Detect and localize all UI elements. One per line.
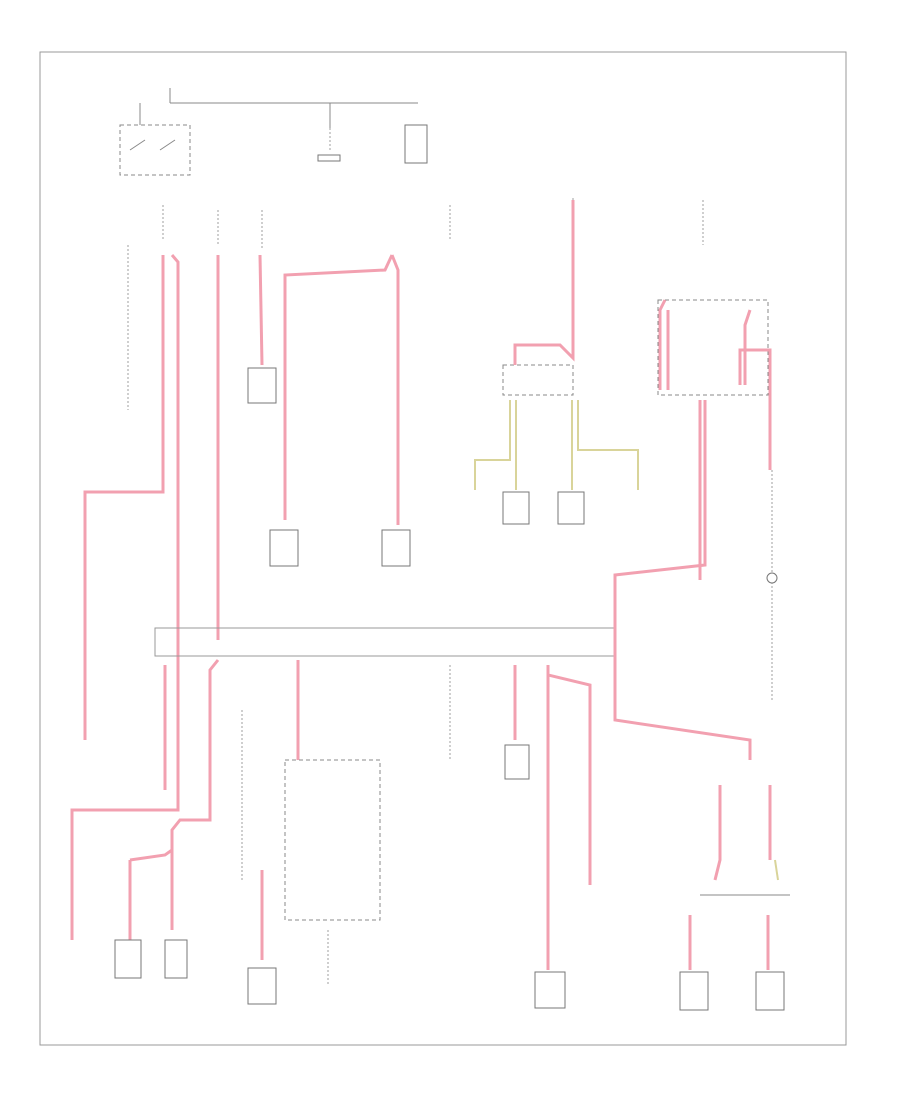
center-relay <box>474 200 639 490</box>
bottom-right-modules <box>679 785 790 1011</box>
fuse-drops <box>162 198 704 250</box>
ignition-relay <box>119 103 191 176</box>
module-i <box>534 971 566 1009</box>
fuse-block-b <box>317 154 341 162</box>
module-c <box>269 529 299 567</box>
module-b <box>247 367 277 404</box>
module-d <box>381 529 411 567</box>
lower-center-modules <box>241 660 592 1009</box>
diagram-frame <box>39 51 847 1046</box>
fuse-block-a <box>404 124 428 164</box>
module-h <box>504 744 530 780</box>
right-relay-group <box>613 299 772 760</box>
pink-wires-left <box>70 254 400 940</box>
lamp-c <box>557 491 585 525</box>
module-k <box>755 971 785 1011</box>
module-j <box>679 971 709 1011</box>
main-ground-bus <box>154 627 616 657</box>
module-e <box>114 939 142 979</box>
lamp-b <box>502 491 530 525</box>
module-g <box>247 967 277 1005</box>
module-f <box>164 939 188 979</box>
indicator-lamp <box>766 572 778 584</box>
